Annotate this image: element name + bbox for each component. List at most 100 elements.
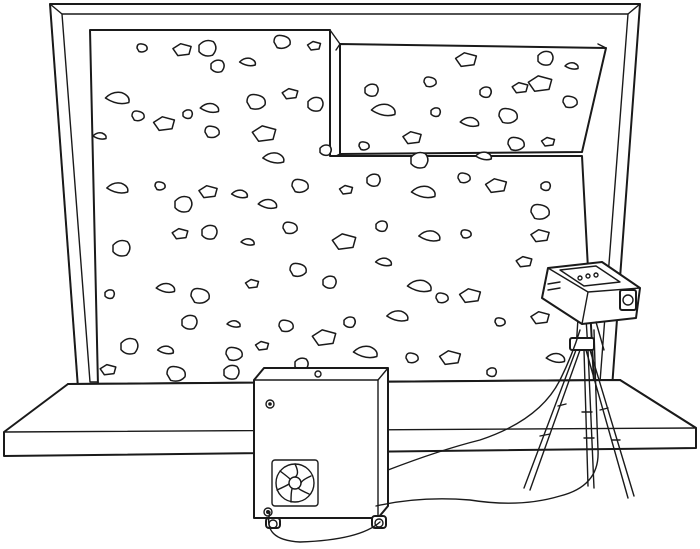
climbing-hold <box>154 181 166 191</box>
climbing-hold <box>251 125 277 142</box>
climbing-hold <box>527 75 553 92</box>
climbing-hold <box>486 367 498 378</box>
climbing-hold <box>530 310 550 325</box>
climbing-hold <box>338 184 354 195</box>
climbing-hold <box>474 151 493 161</box>
climbing-hold <box>423 76 437 88</box>
climbing-hold <box>254 340 270 351</box>
climbing-hold <box>457 172 471 184</box>
climbing-hold <box>172 42 192 57</box>
climbing-hold <box>282 221 298 235</box>
climbing-hold <box>136 43 148 53</box>
climbing-hold <box>230 189 249 199</box>
climbing-hold <box>364 83 379 97</box>
climbing-hold <box>375 220 388 233</box>
climbing-hold <box>562 95 578 109</box>
cables <box>268 321 605 543</box>
climbing-hold <box>530 228 550 243</box>
climbing-hold <box>278 319 294 333</box>
climbing-hold <box>537 50 554 66</box>
climbing-hold <box>352 345 378 359</box>
climbing-hold <box>322 275 337 289</box>
climbing-hold <box>498 107 519 124</box>
cooling-fan <box>271 459 319 507</box>
climbing-hold <box>262 152 285 164</box>
climbing-hold <box>410 185 436 199</box>
climbing-hold <box>198 39 217 57</box>
climbing-hold <box>190 287 211 304</box>
climbing-holds <box>92 34 579 382</box>
climbing-hold <box>564 62 579 70</box>
climbing-hold <box>343 316 356 329</box>
climbing-hold <box>511 81 529 94</box>
climbing-hold <box>307 96 324 112</box>
climbing-hold <box>112 239 131 257</box>
climbing-hold <box>210 59 225 73</box>
climbing-hold <box>540 136 556 147</box>
climbing-hold <box>540 181 552 192</box>
climbing-hold <box>410 151 429 169</box>
climbing-hold <box>199 102 220 114</box>
climbing-hold <box>311 329 337 346</box>
climbing-hold <box>238 57 257 67</box>
climbing-hold <box>515 255 533 268</box>
projector <box>541 261 641 325</box>
climbing-hold <box>291 178 309 194</box>
climbing-hold <box>545 352 566 364</box>
climbing-hold <box>459 116 480 128</box>
climbing-hold <box>402 130 422 145</box>
climbing-hold <box>406 279 432 293</box>
climbing-hold <box>223 364 240 380</box>
climbing-hold <box>225 346 243 362</box>
climbing-hold <box>306 40 322 51</box>
climbing-hold <box>240 238 255 246</box>
climbing-hold <box>530 203 551 220</box>
climbing-hold <box>171 227 189 240</box>
climbing-hold <box>244 278 260 289</box>
climbing-hold <box>507 136 525 152</box>
climbing-hold <box>201 224 218 240</box>
climbing-hold <box>418 230 441 242</box>
climbing-hold <box>204 125 220 139</box>
climbing-hold <box>405 352 419 364</box>
climbing-hold <box>104 91 130 105</box>
climbing-hold <box>226 320 241 328</box>
climbing-hold <box>331 233 357 250</box>
climbing-hold <box>366 173 381 187</box>
climbing-hold <box>198 184 218 199</box>
climbing-hold <box>454 52 478 68</box>
climbing-hold <box>166 365 187 382</box>
climbing-hold <box>386 310 409 322</box>
climbing-hold <box>155 282 176 294</box>
climbing-hold <box>120 337 139 355</box>
climbing-hold <box>435 292 449 304</box>
climbing-hold <box>106 182 129 194</box>
climbing-hold <box>257 198 278 210</box>
climbing-hold <box>281 87 299 100</box>
overhang-panel <box>329 29 607 157</box>
climbing-hold <box>319 144 332 157</box>
climbing-hold <box>438 350 462 366</box>
climbing-hold <box>246 93 267 110</box>
climbing-hold <box>484 178 508 194</box>
climbing-hold <box>99 363 117 376</box>
climbing-hold <box>370 103 396 117</box>
climbing-hold <box>156 345 175 355</box>
climbing-hold <box>374 257 393 267</box>
climbing-hold <box>494 317 506 327</box>
climbing-hold <box>131 110 145 122</box>
climbing-hold <box>182 109 194 120</box>
climbing-hold <box>92 132 107 140</box>
climbing-hold <box>104 289 116 300</box>
climbing-hold <box>460 229 472 239</box>
climbing-hold <box>458 288 482 304</box>
climbing-hold <box>479 86 492 99</box>
climbing-hold <box>152 116 176 132</box>
climbing-hold <box>174 195 193 213</box>
climbing-hold <box>358 141 370 151</box>
equipment-box <box>253 367 389 529</box>
climbing-hold <box>181 314 198 330</box>
climbing-hold <box>273 34 291 50</box>
